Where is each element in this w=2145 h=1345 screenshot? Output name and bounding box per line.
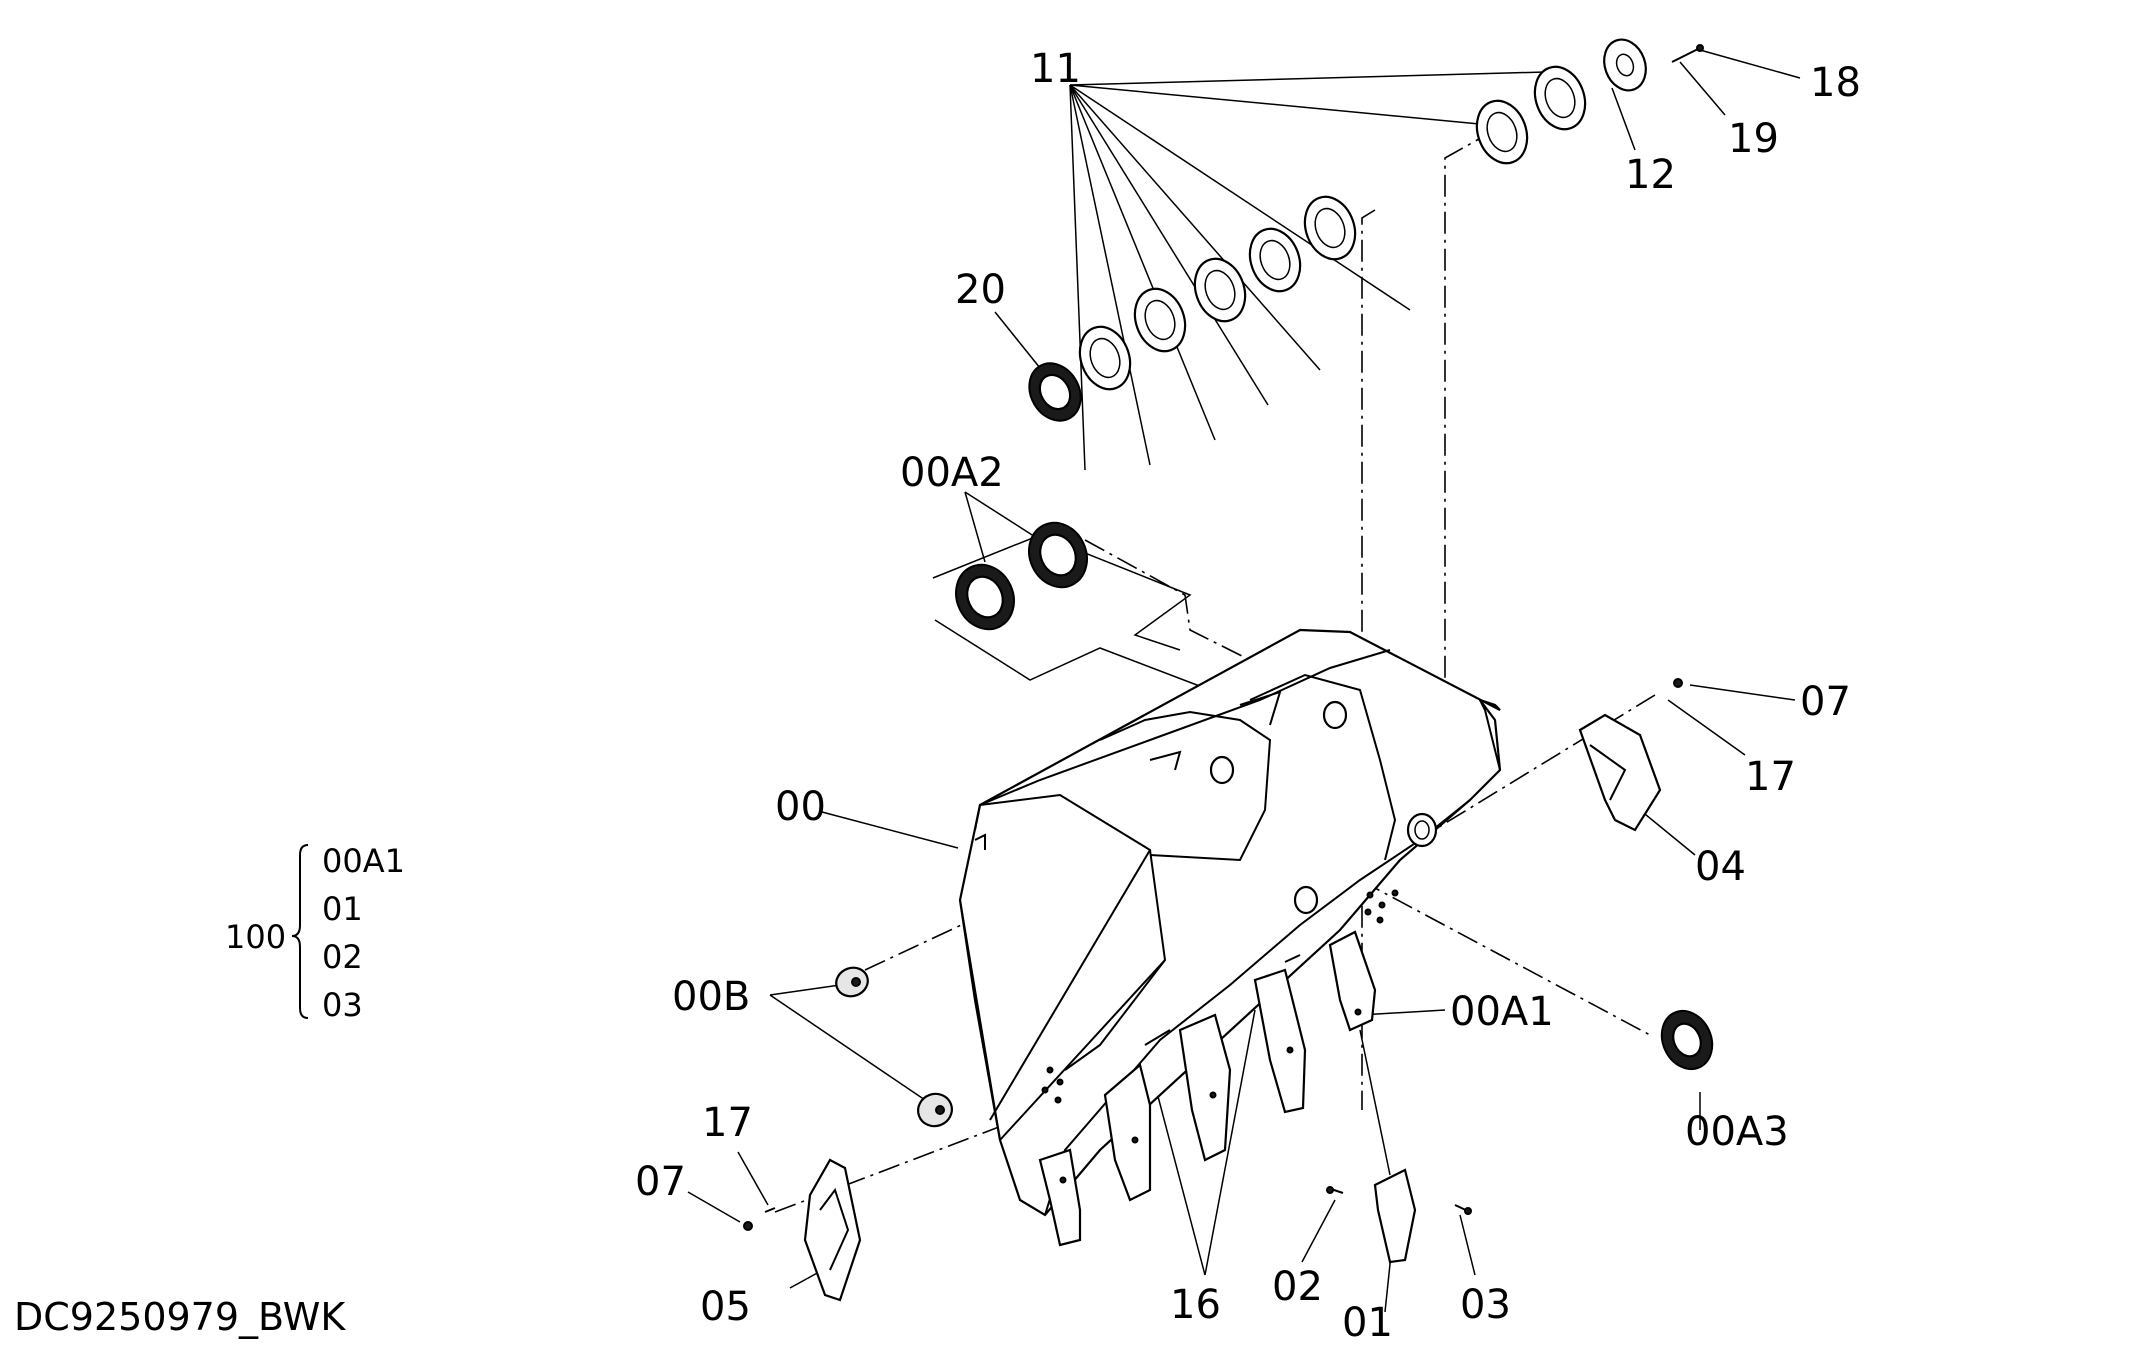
tooth-4 — [1253, 968, 1307, 1114]
callout-03: 03 — [1460, 1282, 1511, 1328]
callout-16: 16 — [1170, 1282, 1221, 1328]
callout-12: 12 — [1625, 152, 1676, 198]
leader-lines — [687, 49, 1801, 1313]
boss-00B-a — [835, 966, 869, 998]
pin-02 — [1326, 1186, 1344, 1194]
callout-00B: 00B — [672, 974, 750, 1020]
shim-ring-6 — [1475, 99, 1529, 165]
callout-17-right: 17 — [1745, 754, 1796, 800]
callout-07-left: 07 — [635, 1159, 686, 1205]
boss-00B-b — [917, 1092, 953, 1128]
callout-labels: 11 18 19 12 20 00A2 07 17 04 00 00A1 00B… — [635, 46, 1861, 1345]
callout-05: 05 — [700, 1284, 751, 1330]
callout-20: 20 — [955, 267, 1006, 313]
shim-ring-5 — [1303, 195, 1357, 261]
callout-19: 19 — [1728, 116, 1779, 162]
callout-17-left: 17 — [702, 1100, 753, 1146]
callout-00A2: 00A2 — [900, 450, 1004, 496]
shim-ring-2 — [1133, 287, 1187, 353]
pin-03 — [1454, 1204, 1472, 1215]
callout-18: 18 — [1810, 60, 1861, 106]
assembly-member-3: 02 — [322, 938, 363, 976]
callout-00A1: 00A1 — [1450, 989, 1554, 1035]
shim-ring-1 — [1078, 325, 1132, 391]
tooth-3 — [1178, 1013, 1232, 1162]
shim-set — [1078, 65, 1587, 391]
teeth-row — [1038, 930, 1377, 1247]
shim-ring-4 — [1248, 227, 1302, 293]
tooth-2 — [1103, 1063, 1152, 1202]
bushing-00A2-a — [955, 563, 1015, 631]
bucket-body — [958, 628, 1502, 1217]
assembly-brace — [291, 844, 309, 1019]
shim-ring-3 — [1193, 257, 1247, 323]
side-cutter-05 — [743, 1158, 862, 1302]
assembly-member-1: 00A1 — [322, 842, 405, 880]
seal-ring-20 — [1028, 362, 1082, 422]
tooth-point-01 — [1373, 1168, 1417, 1264]
callout-07-right: 07 — [1800, 679, 1851, 725]
callout-00A3: 00A3 — [1685, 1109, 1789, 1155]
side-cutter-04 — [1578, 678, 1683, 832]
bushing-00A3 — [1660, 1009, 1714, 1071]
callout-00: 00 — [775, 784, 826, 830]
bolt-holes — [1041, 889, 1399, 1104]
bushing-00A2-b — [1028, 521, 1088, 589]
bolt-18-19 — [1671, 44, 1704, 63]
end-plate-12 — [1603, 38, 1647, 92]
adapter-00A1 — [1328, 930, 1377, 1032]
callout-01: 01 — [1342, 1300, 1393, 1340]
callout-11: 11 — [1030, 46, 1081, 92]
callout-02: 02 — [1272, 1264, 1323, 1310]
assembly-number: 100 — [225, 918, 286, 956]
shim-ring-7 — [1533, 65, 1587, 131]
drawing-code: DC9250979_BWK — [14, 1295, 346, 1339]
tooth-1 — [1038, 1148, 1082, 1247]
assembly-group-100: 100 00A1 01 02 03 — [225, 842, 405, 1024]
assembly-member-2: 01 — [322, 890, 363, 928]
callout-04: 04 — [1695, 844, 1746, 890]
assembly-member-4: 03 — [322, 986, 363, 1024]
